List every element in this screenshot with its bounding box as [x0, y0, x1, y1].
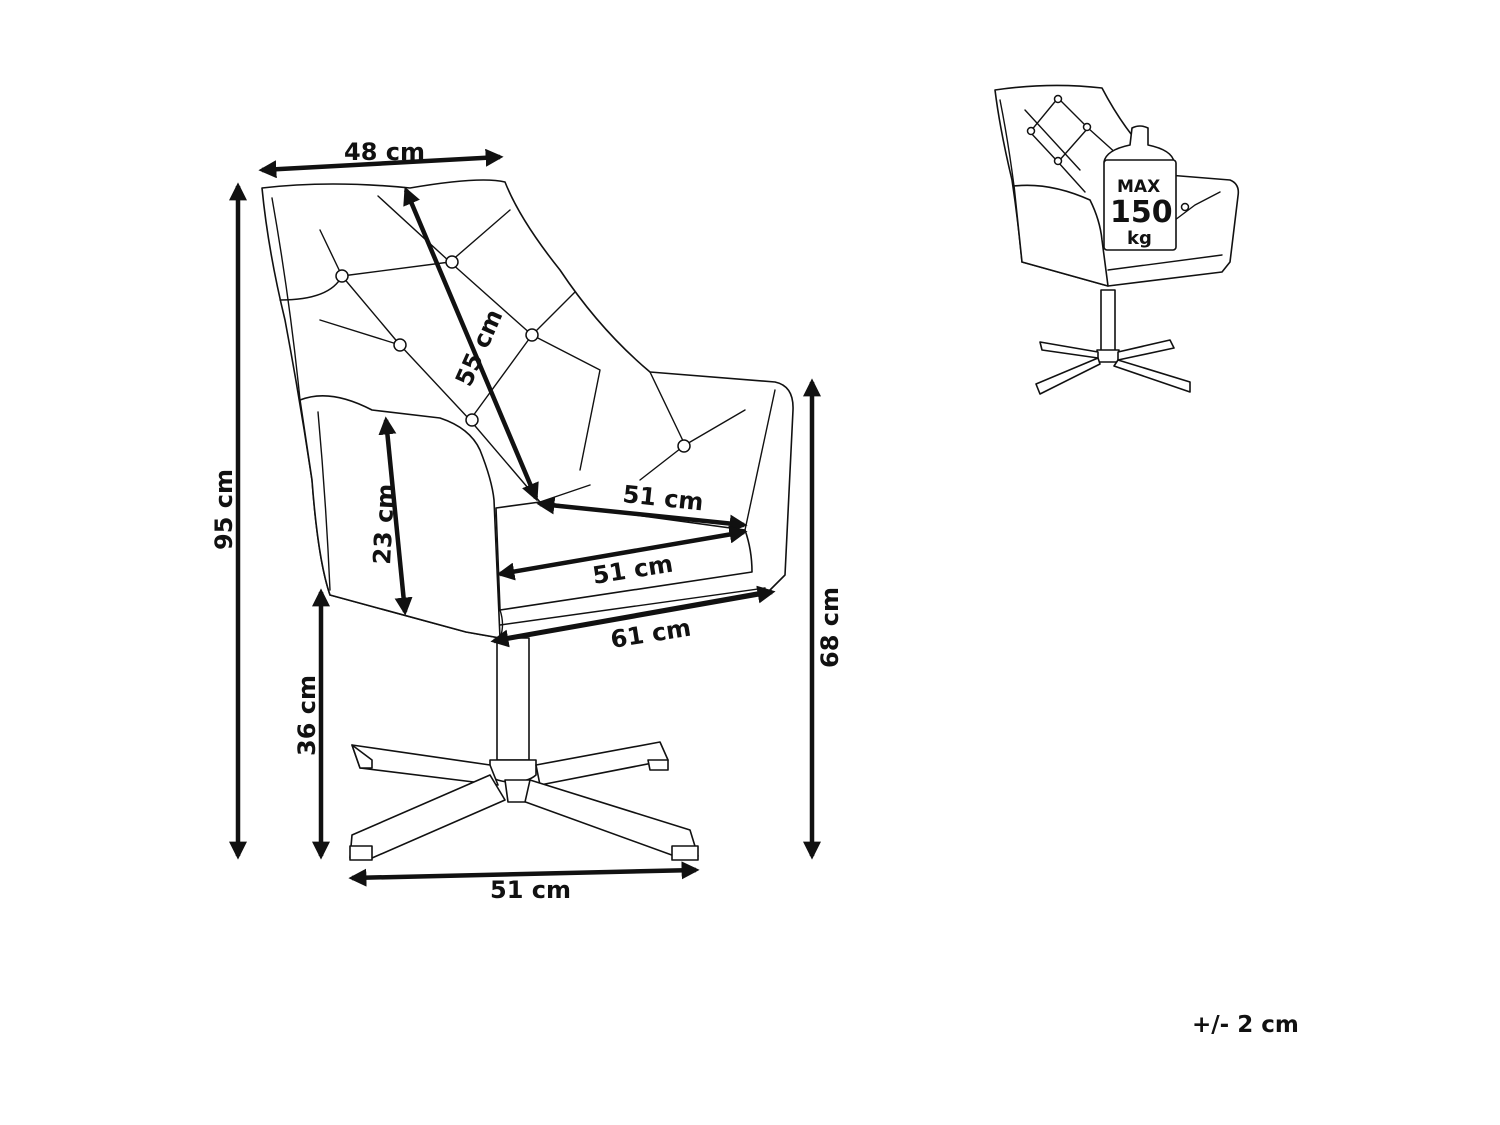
weight-unit-label: kg — [1127, 228, 1152, 249]
label-backrest-width: 48 cm — [344, 138, 425, 166]
dim-line-backrest-height — [403, 186, 539, 502]
weight-max-label: MAX — [1117, 177, 1160, 197]
dim-line-overall-width — [490, 585, 776, 648]
dim-line-base-width — [348, 861, 700, 887]
label-arm-height: 68 cm — [816, 587, 844, 668]
label-armrest-height: 23 cm — [368, 483, 400, 565]
weight-capacity-chair: MAX 150 kg — [994, 84, 1240, 395]
dim-line-armrest-height — [378, 416, 413, 616]
dim-line-seat-width — [496, 525, 748, 581]
dim-line-seat-depth — [536, 496, 748, 533]
weight-value-label: 150 — [1110, 195, 1173, 230]
label-seat-height: 36 cm — [293, 675, 321, 756]
tolerance-note: +/- 2 cm — [1192, 1012, 1299, 1038]
dim-line-backrest-width — [258, 148, 504, 179]
label-total-height: 95 cm — [210, 469, 238, 550]
dimension-lines — [229, 148, 821, 887]
label-base-width: 51 cm — [490, 876, 571, 904]
